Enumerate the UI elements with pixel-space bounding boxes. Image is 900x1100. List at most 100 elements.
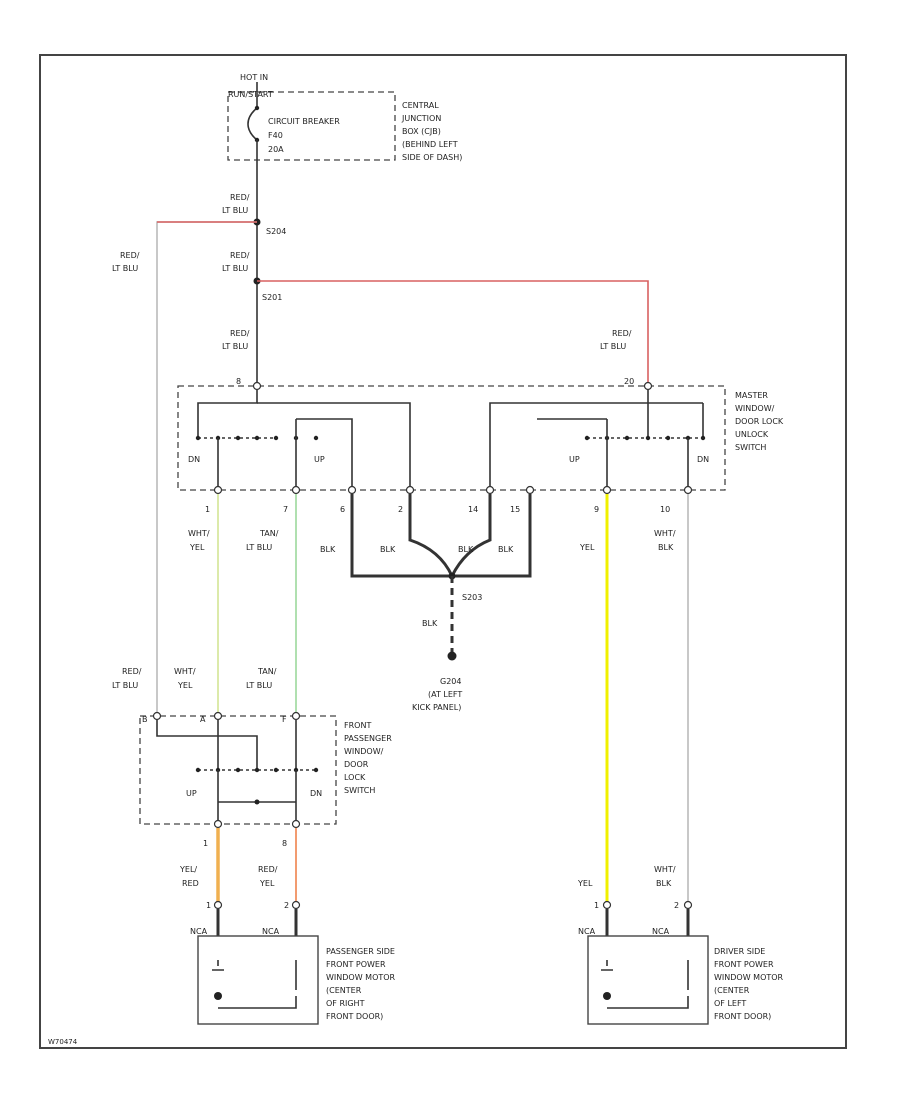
pin-label: 1 [205,505,210,514]
nca-label: NCA [652,927,670,936]
driver-motor-label-2: FRONT POWER [714,960,774,969]
driver-motor-label-5: OF LEFT [714,999,746,1008]
nca-label: NCA [190,927,208,936]
diagram-code: W70474 [48,1038,78,1046]
pin-label: B [142,715,148,724]
pin-label: 1 [206,901,211,910]
master-switch-label-3: DOOR LOCK [735,417,784,426]
pin-label: 7 [283,505,288,514]
wire-label: LT BLU [112,264,138,273]
wire-label: YEL [579,543,595,552]
wire-label: RED/ [230,193,250,202]
pass-motor-label-2: FRONT POWER [326,960,386,969]
wire-label: RED/ [122,667,142,676]
wire-label: YEL [259,879,275,888]
diagram-frame [39,54,847,1049]
pin-label: 15 [510,505,520,514]
wire-label: BLK [656,879,672,888]
pass-motor-label-5: OF RIGHT [326,999,365,1008]
pin-label: 8 [282,839,287,848]
wire-label: YEL [177,681,193,690]
driver-motor-label-6: FRONT DOOR) [714,1012,771,1021]
splice-label: S203 [462,593,482,602]
wire-label: TAN/ [257,667,277,676]
pass-motor-label-3: WINDOW MOTOR [326,973,396,982]
circuit-breaker-label: CIRCUIT BREAKER [268,117,340,126]
wire-label: RED/ [230,329,250,338]
breaker-id-label: F40 [268,131,283,140]
pass-switch-label-4: DOOR [344,760,369,769]
switch-up-label: UP [186,789,197,798]
cjb-label-4: (BEHIND LEFT [402,140,458,149]
pass-motor-label-1: PASSENGER SIDE [326,947,395,956]
cjb-label-2: JUNCTION [401,114,441,123]
wire-label: WHT/ [654,529,676,538]
wire-label: LT BLU [112,681,138,690]
switch-dn-label: DN [188,455,200,464]
master-switch-label-4: UNLOCK [735,430,769,439]
ground-bus [450,494,492,577]
wire-label: LT BLU [222,264,248,273]
pin-label: 9 [594,505,599,514]
ground-bus [350,494,532,578]
pin-label: A [200,715,206,724]
hot-label-2: RUN/START [228,90,273,99]
wire-label: YEL/ [179,865,197,874]
central-junction-box: HOT IN RUN/START CIRCUIT BREAKER F40 20A… [227,73,462,162]
red-lt-blu-wire-driver [257,280,649,385]
pin-label: 8 [236,377,241,386]
wire-label: LT BLU [246,681,272,690]
splice-label: S201 [262,293,282,302]
driver-window-motor: 1 2 NCA NCA DRIVER SIDE FRONT POWER WIND… [578,900,784,1025]
wire-label: LT BLU [600,342,626,351]
switch-dn-label: DN [310,789,322,798]
cjb-label-5: SIDE OF DASH) [402,153,462,162]
wire-label: YEL [189,543,205,552]
pin-label: 14 [468,505,478,514]
wire-label: BLK [422,619,438,628]
wire-label: RED/ [612,329,632,338]
driver-motor-label-1: DRIVER SIDE [714,947,765,956]
pin-label: 2 [284,901,289,910]
pin-label: 2 [674,901,679,910]
switch-up-label: UP [569,455,580,464]
pass-switch-label-5: LOCK [344,773,366,782]
pass-motor-label-4: (CENTER [326,986,362,995]
splice-label: S204 [266,227,286,236]
master-window-switch: 8 20 DN UP UP DN [177,377,784,514]
pin-label: 6 [340,505,345,514]
pass-motor-label-6: FRONT DOOR) [326,1012,383,1021]
wire-label: BLK [380,545,396,554]
wire-label: RED/ [120,251,140,260]
pass-switch-label-6: SWITCH [344,786,375,795]
switch-dn-label: DN [697,455,709,464]
pass-switch-label-2: PASSENGER [344,734,392,743]
pin-label: 10 [660,505,670,514]
pin-label: 1 [594,901,599,910]
wire-label: BLK [658,543,674,552]
breaker-amp-label: 20A [268,145,284,154]
ground-g204 [447,651,457,661]
wire-label: YEL [577,879,593,888]
wire-label: WHT/ [654,865,676,874]
pin-label: 20 [624,377,634,386]
wire-label: TAN/ [259,529,279,538]
wire-label: LT BLU [222,206,248,215]
ground-label-1: G204 [440,677,461,686]
pass-switch-label-1: FRONT [344,721,371,730]
driver-motor-label-4: (CENTER [714,986,750,995]
master-switch-label-2: WINDOW/ [735,404,775,413]
wire-label: LT BLU [246,543,272,552]
front-passenger-window-switch: B A F UP DN 1 8 FRONT PASSENGER WINDOW/ … [139,711,392,848]
hot-label: HOT IN [240,73,268,82]
wire-label: BLK [458,545,474,554]
red-lt-blu-wire-pass [156,221,257,716]
wire-label: RED [182,879,199,888]
pin-label: 2 [398,505,403,514]
wire-label: BLK [320,545,336,554]
cjb-label-1: CENTRAL [402,101,439,110]
pass-switch-label-3: WINDOW/ [344,747,384,756]
wire-label: BLK [498,545,514,554]
wire-label: RED/ [230,251,250,260]
